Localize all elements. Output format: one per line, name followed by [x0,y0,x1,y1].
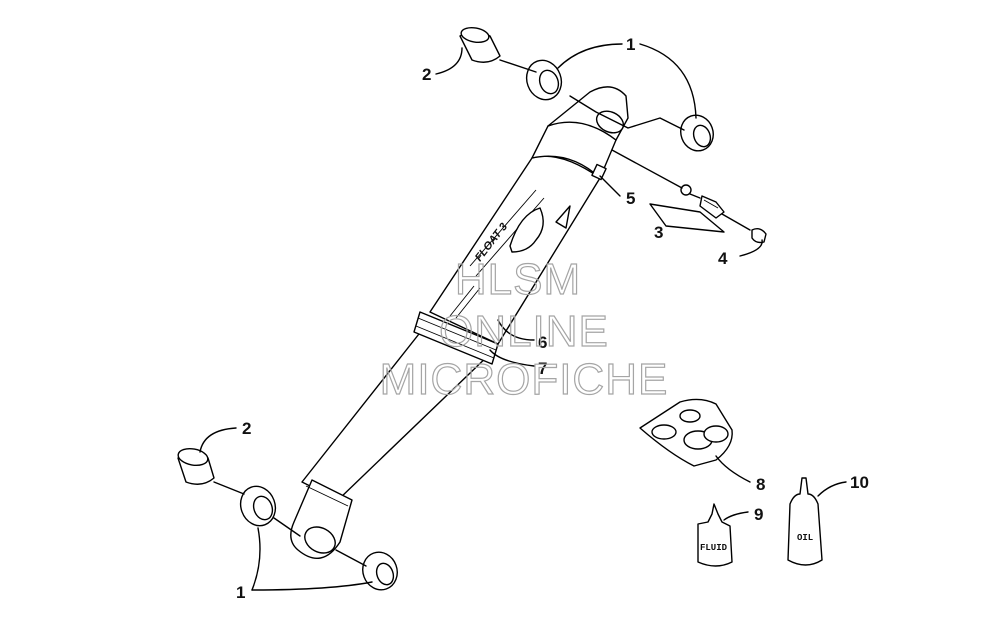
fluid-bottle-label: FLUID [700,543,728,553]
bushing-bottom-left [239,485,277,527]
watermark: HLSM ONLINE MICROFICHE [379,254,669,404]
bushing-bottom-right [362,551,398,591]
bushing-top-right [680,114,714,152]
top-hardware [459,26,767,244]
bottom-hardware [177,448,398,591]
seal-kit [639,398,733,467]
watermark-line-1: HLSM [455,255,581,304]
callout-2-top: 2 [422,65,431,84]
callout-1-bottom: 1 [236,583,245,602]
valve-assembly [680,184,767,244]
callout-10: 10 [850,473,869,492]
callout-2-bottom: 2 [242,419,251,438]
watermark-line-2: ONLINE [439,307,609,356]
callout-4: 4 [718,249,728,268]
spacer-top [459,26,501,63]
callout-1-top: 1 [626,35,635,54]
callouts: 1 2 3 4 5 6 7 8 9 10 2 1 [236,35,869,602]
fluid-bottle: FLUID [697,503,733,567]
callout-3: 3 [654,223,663,242]
callout-9: 9 [754,505,763,524]
callout-8: 8 [756,475,765,494]
bushing-top-left [525,59,563,101]
callout-7: 7 [538,359,547,378]
leader-lines [199,43,847,591]
spacer-bottom [177,448,215,485]
oil-bottle: OIL [787,477,823,566]
callout-6: 6 [538,333,547,352]
callout-5: 5 [626,189,635,208]
watermark-line-3: MICROFICHE [380,355,669,404]
shock-absorber: FLOAT 3 [290,86,629,559]
oil-bottle-label: OIL [797,533,813,543]
